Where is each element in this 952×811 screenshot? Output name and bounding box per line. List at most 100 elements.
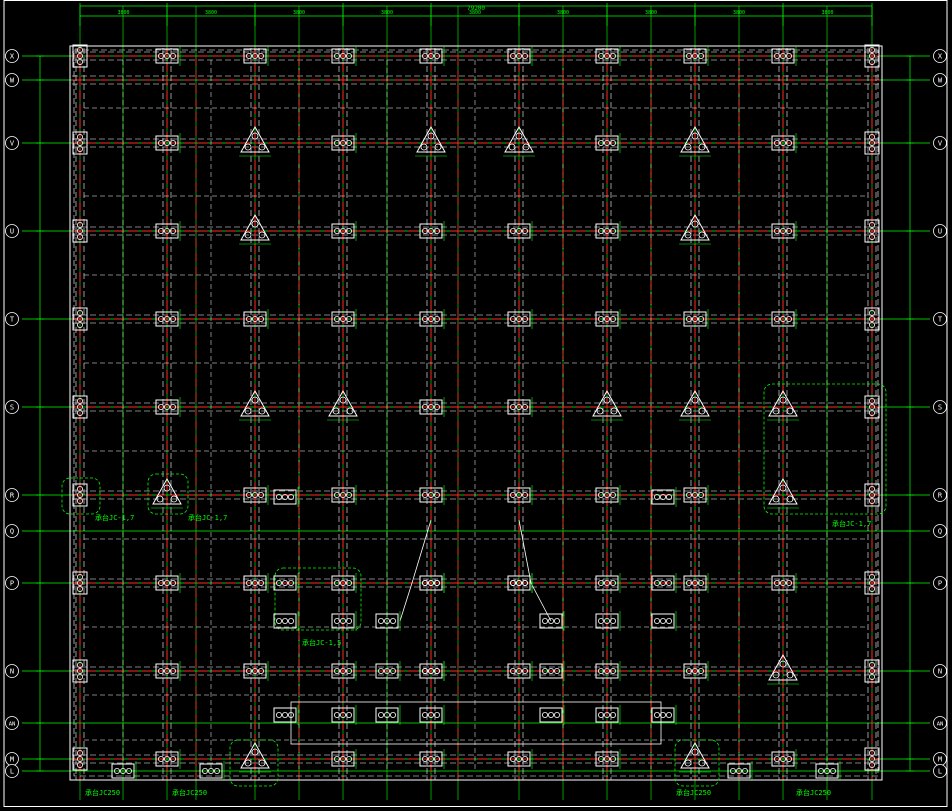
pile-cap-outline: [864, 219, 880, 243]
pile: [77, 53, 84, 60]
pile-cap-outline: [771, 48, 795, 64]
pile: [245, 491, 252, 498]
pile-cap: [419, 661, 445, 681]
pile: [698, 491, 705, 498]
ramp-line: [518, 519, 552, 622]
pile-cap: [864, 483, 880, 507]
axis-bubble-label: N: [938, 668, 942, 676]
pile-cap: [243, 573, 269, 593]
axis-bubble-n: N: [5, 664, 19, 678]
pile-cap-outline: [595, 311, 619, 327]
pile: [604, 668, 611, 675]
pile-cap: [507, 661, 533, 681]
pile: [339, 53, 346, 60]
pile-cap: [771, 133, 797, 153]
pile-cap-outline: [155, 135, 179, 151]
pile: [258, 759, 266, 767]
pile-cap-outline: [419, 399, 443, 415]
pile-cap-outline: [419, 663, 443, 679]
pile: [339, 618, 346, 625]
pile-cap: [331, 309, 357, 329]
pile: [345, 668, 352, 675]
pile: [251, 748, 259, 756]
axis-bubble-circle: [933, 73, 947, 87]
pile: [698, 407, 706, 415]
pile-cap-outline: [155, 575, 179, 591]
pile: [691, 220, 699, 228]
revision-cloud: [147, 473, 189, 515]
pile-cap-outline: [331, 135, 355, 151]
pile: [691, 396, 699, 404]
axis-bubble-circle: [933, 764, 947, 778]
pile: [610, 668, 617, 675]
pile-cap: [539, 611, 565, 631]
axis-bubble-circle: [933, 312, 947, 326]
pile: [698, 315, 705, 322]
pile: [213, 768, 220, 775]
pile: [698, 580, 705, 587]
pile: [163, 668, 170, 675]
pile-cap-outline: [72, 571, 88, 595]
axis-bubble-x: X: [933, 49, 947, 63]
axis-bubble-label: Q: [10, 528, 14, 536]
pile: [77, 47, 84, 54]
pile: [603, 396, 611, 404]
pile: [421, 53, 428, 60]
pile-cap-outline: [72, 131, 88, 155]
pile: [869, 221, 876, 228]
pile-cap: [72, 659, 88, 683]
pile: [522, 756, 529, 763]
pile-cap-triangular: [415, 125, 447, 157]
axis-bubble-circle: [5, 312, 19, 326]
pile-cap: [507, 485, 533, 505]
pile: [786, 139, 793, 146]
pile: [157, 139, 164, 146]
pile: [77, 662, 84, 669]
pile: [818, 768, 825, 775]
pile: [686, 668, 693, 675]
pile-cap-outline: [683, 311, 707, 327]
pile-cap: [595, 46, 621, 66]
pile: [604, 618, 611, 625]
pile: [786, 671, 794, 679]
pile: [345, 618, 352, 625]
pile-cap-outline: [768, 653, 798, 681]
pile-cap: [771, 573, 797, 593]
axis-bubble-label: P: [938, 580, 942, 588]
pile: [163, 756, 170, 763]
pile: [660, 712, 667, 719]
pile: [666, 712, 673, 719]
pile: [77, 674, 84, 681]
pile: [421, 712, 428, 719]
pile-cap: [595, 485, 621, 505]
pile: [345, 315, 352, 322]
pile: [522, 315, 529, 322]
pile: [522, 143, 530, 151]
pile: [691, 132, 699, 140]
pile: [604, 580, 611, 587]
pile: [345, 53, 352, 60]
pile-cap: [155, 749, 181, 769]
pile: [786, 53, 793, 60]
pile: [596, 407, 604, 415]
pile: [258, 231, 266, 239]
pile-cap-outline: [864, 131, 880, 155]
pile: [654, 712, 661, 719]
pile: [281, 493, 288, 500]
pile-cap: [595, 309, 621, 329]
pile-cap-outline: [331, 487, 355, 503]
pile-cap: [375, 611, 401, 631]
axis-bubble-p: P: [5, 576, 19, 590]
axis-bubble-circle: [5, 49, 19, 63]
pile: [169, 315, 176, 322]
pile: [824, 768, 831, 775]
pile: [245, 668, 252, 675]
pile-cap-outline: [419, 48, 443, 64]
pile: [258, 407, 266, 415]
pile: [157, 403, 164, 410]
pile: [333, 139, 340, 146]
pile: [244, 407, 252, 415]
axis-bubble-s: S: [933, 400, 947, 414]
pile-cap-outline: [539, 707, 563, 723]
